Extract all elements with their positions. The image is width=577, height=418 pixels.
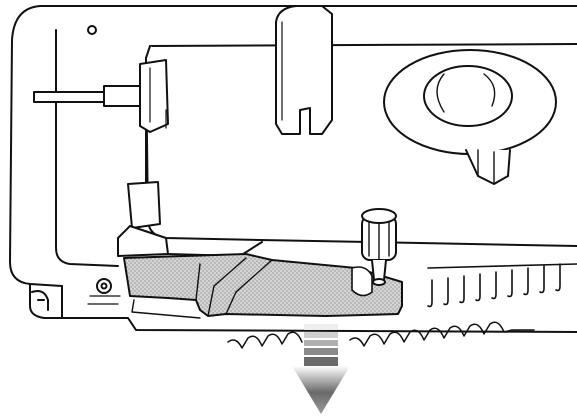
- tension-dial: [383, 49, 557, 185]
- carriage-cover: [117, 43, 577, 257]
- knitted-fabric-edge: [227, 321, 535, 349]
- thumb-screw: [361, 208, 397, 286]
- needle-bed: [427, 263, 577, 308]
- sliding-lever: [123, 253, 403, 319]
- guide-rod: [33, 85, 145, 107]
- yarn-guide-post: [275, 5, 333, 135]
- pull-direction-arrow: [292, 324, 350, 414]
